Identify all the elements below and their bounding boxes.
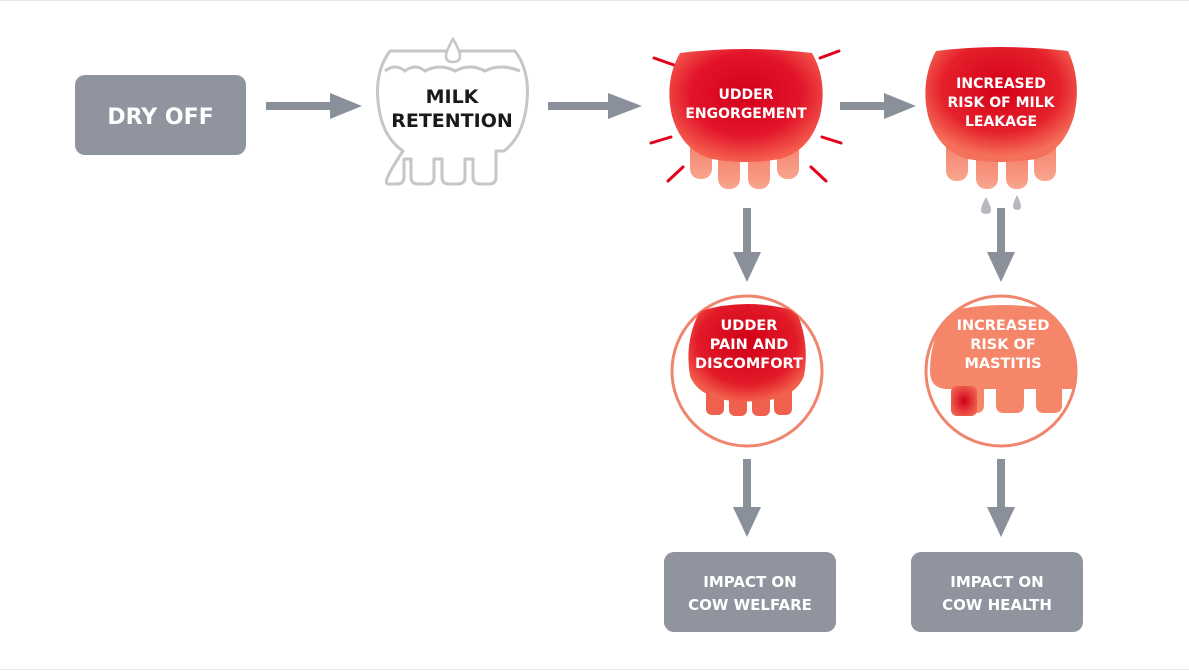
arrow-leakage-to-mastitis: [987, 208, 1015, 282]
udder-outline-icon: [376, 49, 529, 186]
udder-engorgement-step: UDDER ENGORGEMENT: [649, 49, 843, 189]
impact-health-box: [911, 552, 1083, 632]
engorgement-label-line2: ENGORGEMENT: [685, 106, 807, 122]
impact-welfare-box: [664, 552, 836, 632]
pain-udder-icon: [688, 304, 806, 402]
engorgement-label-line1: UDDER: [719, 87, 774, 103]
pain-label-line3: DISCOMFORT: [695, 356, 803, 372]
pain-label-line2: PAIN AND: [710, 337, 789, 353]
impact-health-step: IMPACT ON COW HEALTH: [911, 552, 1083, 632]
leakage-label-line1: INCREASED: [956, 76, 1046, 92]
leak-udder-icon: [925, 47, 1077, 162]
pain-label-line1: UDDER: [721, 318, 778, 334]
health-label-line2: COW HEALTH: [942, 596, 1052, 614]
engorged-udder-icon: [669, 49, 823, 162]
milk-level-icon: [384, 65, 521, 73]
arrow-retention-to-engorgement: [548, 93, 642, 119]
arrow-dryoff-to-retention: [266, 93, 362, 119]
impact-welfare-step: IMPACT ON COW WELFARE: [664, 552, 836, 632]
udder-pain-step: UDDER PAIN AND DISCOMFORT: [670, 294, 824, 448]
leakage-label-line3: LEAKAGE: [965, 114, 1037, 130]
infected-quarter-icon: [951, 386, 977, 416]
milk-drop-icon: [444, 36, 462, 64]
arrow-engorgement-to-pain: [733, 208, 761, 282]
milk-retention-label-line2: RETENTION: [391, 110, 513, 132]
dry-off-step: DRY OFF: [75, 75, 246, 155]
milk-drip-icon: [1013, 195, 1021, 210]
dry-off-label: DRY OFF: [107, 105, 213, 130]
milk-retention-step: MILK RETENTION: [376, 36, 529, 186]
milk-retention-label-line1: MILK: [426, 86, 480, 108]
welfare-label-line2: COW WELFARE: [688, 596, 812, 614]
milk-drip-icon: [981, 197, 991, 214]
arrow-mastitis-to-health: [987, 459, 1015, 537]
health-label-line1: IMPACT ON: [950, 573, 1044, 591]
arrow-engorgement-to-leakage: [840, 93, 916, 119]
milk-leakage-step: INCREASED RISK OF MILK LEAKAGE: [925, 47, 1077, 214]
mastitis-label-line1: INCREASED: [957, 318, 1050, 334]
dry-off-box: [75, 75, 246, 155]
leakage-label-line2: RISK OF MILK: [947, 95, 1055, 111]
arrow-pain-to-welfare: [733, 459, 761, 537]
mastitis-step: INCREASED RISK OF MASTITIS: [924, 294, 1078, 448]
mastitis-label-line3: MASTITIS: [964, 356, 1041, 372]
mastitis-label-line2: RISK OF: [970, 337, 1036, 353]
pain-rays-icon: [649, 49, 843, 183]
welfare-label-line1: IMPACT ON: [703, 573, 797, 591]
